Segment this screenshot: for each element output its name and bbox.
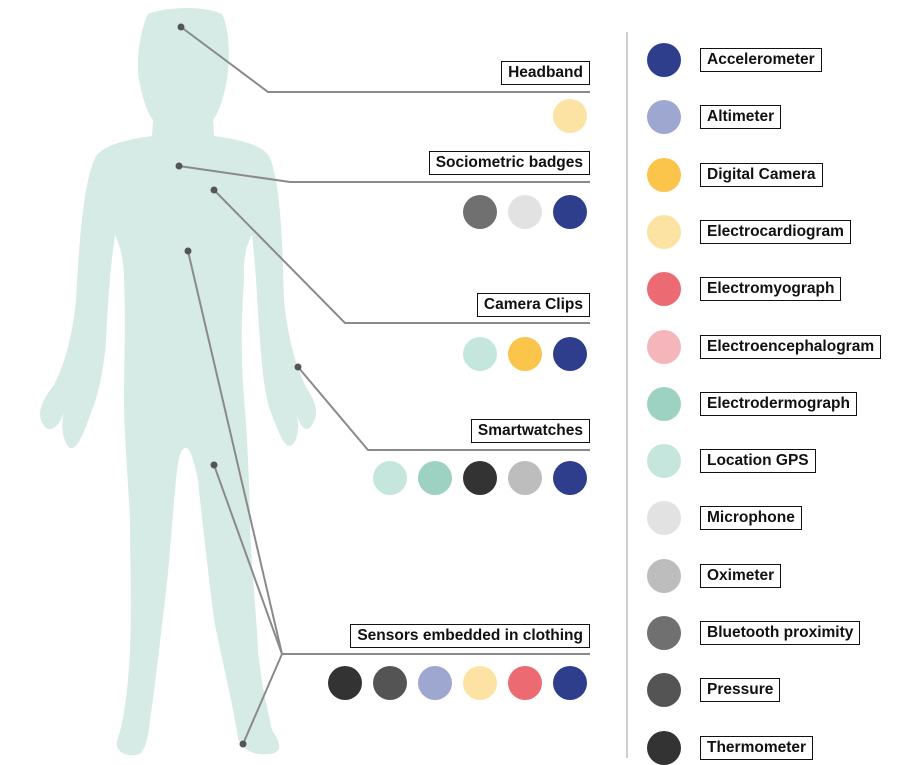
body-silhouette (40, 8, 316, 755)
smartwatches-location-gps-dot (373, 461, 407, 495)
legend-location-gps-label: Location GPS (700, 449, 816, 473)
camera-clips-accelerometer-dot (553, 337, 587, 371)
sensors-embedded-in-clothing-accelerometer-dot (553, 666, 587, 700)
sociometric-badges-accelerometer-dot (553, 195, 587, 229)
sociometric-badges-label: Sociometric badges (429, 151, 590, 175)
smartwatches-electrodermograph-dot (418, 461, 452, 495)
legend-altimeter-label: Altimeter (700, 105, 781, 129)
legend-digital-camera-label: Digital Camera (700, 163, 823, 187)
legend-electroencephalogram-swatch (647, 330, 681, 364)
camera-clips-label: Camera Clips (477, 293, 590, 317)
column-divider (626, 32, 628, 758)
legend-electromyograph-swatch (647, 272, 681, 306)
legend-bluetooth-proximity-swatch (647, 616, 681, 650)
legend-accelerometer-swatch (647, 43, 681, 77)
sociometric-badges-anchor-point (176, 163, 183, 170)
legend-thermometer-swatch (647, 731, 681, 765)
legend-thermometer-label: Thermometer (700, 736, 813, 760)
legend-oximeter-swatch (647, 559, 681, 593)
smartwatches-anchor-point (295, 364, 302, 371)
headband-electrocardiogram-dot (553, 99, 587, 133)
sociometric-badges-bluetooth-proximity-dot (463, 195, 497, 229)
camera-clips-anchor-point (211, 187, 218, 194)
legend-electrodermograph-swatch (647, 387, 681, 421)
sensors-embedded-in-clothing-label: Sensors embedded in clothing (350, 624, 590, 648)
sensors-embedded-in-clothing-anchor-point (240, 741, 247, 748)
smartwatches-label: Smartwatches (471, 419, 590, 443)
legend-oximeter-label: Oximeter (700, 564, 781, 588)
legend-electrocardiogram-label: Electrocardiogram (700, 220, 851, 244)
sensors-embedded-in-clothing-altimeter-dot (418, 666, 452, 700)
legend-location-gps-swatch (647, 444, 681, 478)
legend-bluetooth-proximity-label: Bluetooth proximity (700, 621, 860, 645)
legend-electrocardiogram-swatch (647, 215, 681, 249)
legend-electromyograph-label: Electromyograph (700, 277, 841, 301)
legend-accelerometer-label: Accelerometer (700, 48, 822, 72)
legend-microphone-label: Microphone (700, 506, 802, 530)
sociometric-badges-microphone-dot (508, 195, 542, 229)
legend-electrodermograph-label: Electrodermograph (700, 392, 857, 416)
sensors-embedded-in-clothing-pressure-dot (373, 666, 407, 700)
sensors-embedded-in-clothing-anchor-point (185, 248, 192, 255)
headband-label: Headband (501, 61, 590, 85)
camera-clips-digital-camera-dot (508, 337, 542, 371)
sensors-embedded-in-clothing-anchor-point (211, 462, 218, 469)
sensors-embedded-in-clothing-electromyograph-dot (508, 666, 542, 700)
camera-clips-location-gps-dot (463, 337, 497, 371)
smartwatches-accelerometer-dot (553, 461, 587, 495)
sensors-embedded-in-clothing-electrocardiogram-dot (463, 666, 497, 700)
smartwatches-oximeter-dot (508, 461, 542, 495)
headband-anchor-point (178, 24, 185, 31)
legend-pressure-swatch (647, 673, 681, 707)
legend-digital-camera-swatch (647, 158, 681, 192)
legend-pressure-label: Pressure (700, 678, 780, 702)
smartwatches-thermometer-dot (463, 461, 497, 495)
legend-altimeter-swatch (647, 100, 681, 134)
sensors-embedded-in-clothing-thermometer-dot (328, 666, 362, 700)
legend-electroencephalogram-label: Electroencephalogram (700, 335, 881, 359)
legend-microphone-swatch (647, 501, 681, 535)
